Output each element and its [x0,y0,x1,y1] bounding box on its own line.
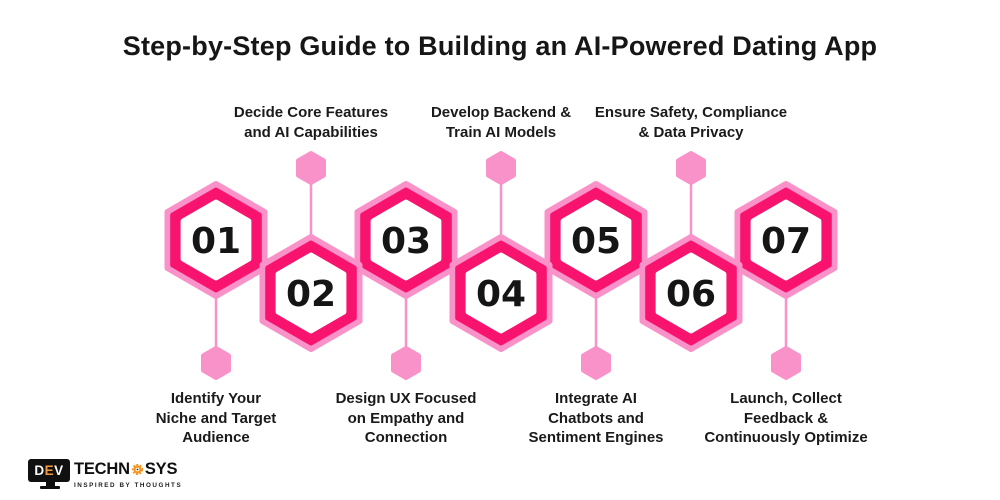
monitor-stand-neck [45,482,55,486]
page-title: Step-by-Step Guide to Building an AI-Pow… [122,31,878,61]
satellite-hexagon-step-06 [676,151,706,185]
step-hexagon-06: 06 [643,237,740,349]
step-hexagon-02: 02 [263,237,360,349]
step-hexagon-03: 03 [358,184,455,296]
satellite-hexagon-step-07 [771,346,801,380]
monitor-stand-base [40,486,60,489]
brand-name-right: SYS [144,460,178,479]
step-hexagon-07: 07 [738,184,835,296]
step-label-02: Decide Core Features and AI Capabilities [233,104,389,141]
brand-name: TECHN SYS [74,459,182,480]
logo-text-block: TECHN SYS INSPIRED BY THOUGHTS [74,459,183,489]
step-number: 02 [286,274,336,315]
step-number: 03 [381,221,431,262]
step-number: 05 [571,221,621,262]
brand-name-left: TECHN [74,460,130,479]
satellite-hexagon-step-05 [581,346,611,380]
satellite-hexagon-step-03 [391,346,421,380]
gear-icon [131,463,143,476]
step-number: 06 [666,274,716,315]
satellite-hexagon-step-02 [296,151,326,185]
step-hexagon-04: 04 [453,237,550,349]
step-number: 04 [476,274,526,315]
logo-letter: D [34,463,45,478]
step-number: 01 [191,221,241,262]
step-label-05: Integrate AI Chatbots and Sentiment Engi… [528,390,664,446]
step-label-07: Launch, Collect Feedback & Continuously … [704,390,868,446]
step-label-01: Identify Your Niche and Target Audience [155,390,277,446]
logo-letter: V [54,463,64,478]
step-number: 07 [761,221,811,262]
step-label-03: Design UX Focused on Empathy and Connect… [335,390,477,446]
step-label-06: Ensure Safety, Compliance & Data Privacy [594,104,788,141]
step-hexagon-05: 05 [548,184,645,296]
logo-letter: E [44,463,55,478]
logo-tagline: INSPIRED BY THOUGHTS [74,481,183,489]
step-hexagon-01: 01 [168,184,265,296]
satellite-hexagon-step-04 [486,151,516,185]
step-label-04: Develop Backend & Train AI Models [430,104,572,141]
satellite-hexagon-step-01 [201,346,231,380]
connectors [201,151,801,380]
